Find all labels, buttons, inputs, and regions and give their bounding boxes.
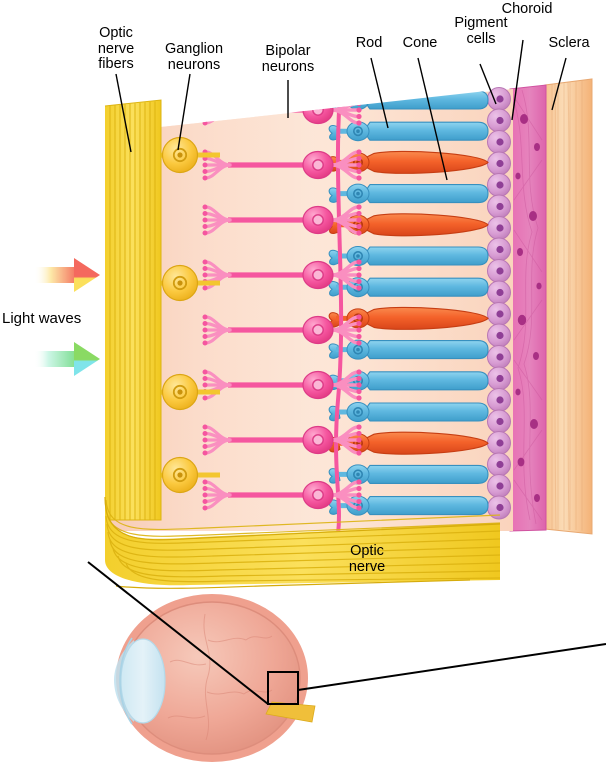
label-optic-nerve: Optic nerve xyxy=(348,543,386,575)
rod-cell xyxy=(328,183,489,204)
bipolar-neuron xyxy=(202,204,362,236)
rod-cell xyxy=(328,121,489,142)
bipolar-neuron xyxy=(202,369,362,401)
optic-nerve-fiber-layer xyxy=(104,99,162,521)
rod-cell xyxy=(328,464,489,485)
sclera-layer xyxy=(544,78,593,535)
rod-cell xyxy=(328,90,489,110)
pigment-cell-nucleus xyxy=(496,310,504,318)
pigment-cell-nucleus xyxy=(496,202,504,211)
eye-inset xyxy=(87,561,606,762)
label-rod: Rod xyxy=(355,35,383,51)
pigment-cell-nucleus xyxy=(496,138,504,146)
optic-nerve-bundle xyxy=(104,496,501,589)
bipolar-neuron xyxy=(202,424,362,456)
leader-pigment-cells xyxy=(479,63,497,105)
pigment-cell-nucleus xyxy=(496,503,504,512)
photoreceptor-layer xyxy=(328,90,489,516)
pigment-cell-nucleus xyxy=(496,374,504,383)
bipolar-neuron xyxy=(202,479,362,511)
leader-rod xyxy=(370,57,389,129)
rod-cell xyxy=(328,402,489,422)
label-sclera: Sclera xyxy=(548,35,590,51)
label-choroid: Choroid xyxy=(501,1,553,17)
retinal-vessels xyxy=(167,613,273,741)
label-light-waves: Light waves xyxy=(2,310,82,327)
optic-nerve-stub xyxy=(266,702,315,722)
rod-cell xyxy=(328,339,489,360)
label-pigment-cells: Pigment cells xyxy=(454,15,508,47)
inset-box xyxy=(267,671,299,705)
pigment-cell-nucleus xyxy=(496,224,504,232)
label-ganglion-neurons: Ganglion neurons xyxy=(164,41,224,73)
bipolar-neuron xyxy=(202,149,362,181)
leader-optic-nerve-fibers xyxy=(115,73,132,153)
leader-sclera xyxy=(551,57,567,111)
pigment-cell-nucleus xyxy=(496,116,504,125)
pigment-cell-nucleus xyxy=(496,181,504,189)
leader-choroid xyxy=(511,39,524,121)
pigment-cell-nucleus xyxy=(496,95,504,103)
pigment-cell-nucleus xyxy=(496,460,504,469)
pigment-cell-nucleus xyxy=(496,439,504,447)
bipolar-neuron xyxy=(202,259,362,291)
bipolar-neuron xyxy=(202,314,362,346)
pigment-cell-nucleus xyxy=(496,331,504,340)
leader-lines xyxy=(115,39,567,181)
pigment-cell-nucleus xyxy=(496,288,504,297)
bipolar-neuron-layer xyxy=(202,94,362,533)
pigment-cell-nucleus xyxy=(496,417,504,426)
light-wave-arrow-top xyxy=(34,258,100,292)
label-bipolar-neurons: Bipolar neurons xyxy=(261,43,315,75)
pigment-cell-nucleus xyxy=(496,159,504,168)
pigment-cell-nucleus xyxy=(496,353,504,361)
rod-cell xyxy=(328,246,489,266)
pigment-cell-nucleus xyxy=(496,396,504,404)
lens xyxy=(121,639,165,723)
leader-cone xyxy=(417,57,448,181)
light-wave-arrow-bottom xyxy=(34,342,100,376)
inset-connector-left xyxy=(87,561,269,705)
pigment-cell-nucleus xyxy=(496,267,504,275)
choroid-layer xyxy=(509,84,547,532)
pigment-cell-nucleus xyxy=(496,482,504,490)
pigment-cell-layer xyxy=(487,87,511,520)
label-cone: Cone xyxy=(402,35,438,51)
label-optic-nerve-fibers: Optic nerve fibers xyxy=(97,25,135,72)
light-wave-arrows xyxy=(34,258,100,376)
leader-ganglion-neurons xyxy=(177,73,191,151)
pigment-cell-nucleus xyxy=(496,245,504,254)
inset-connector-right xyxy=(297,643,606,691)
